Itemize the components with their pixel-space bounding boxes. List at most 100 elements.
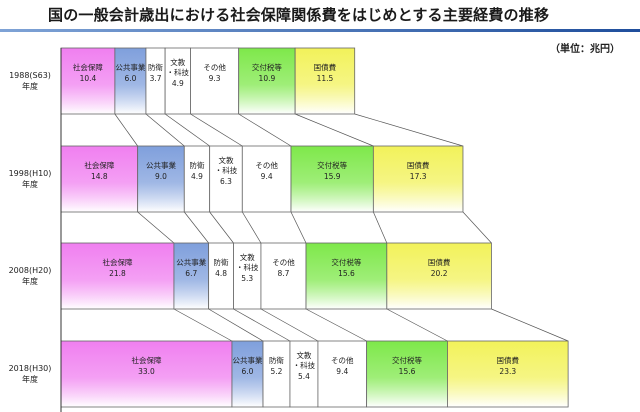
data-label: 10.9 (259, 74, 276, 83)
connector-line (242, 211, 262, 244)
connector-line (290, 211, 307, 244)
data-label: 6.3 (220, 177, 232, 186)
bar-segment (294, 47, 356, 115)
bar-segment (209, 145, 243, 213)
connector-line (209, 211, 234, 244)
bar-segment (305, 242, 388, 310)
connector-line (114, 113, 138, 147)
segment-name-label: 交付税等 (252, 62, 282, 72)
data-label: 14.8 (91, 172, 108, 181)
segment-name-label: 国債費 (314, 62, 337, 72)
connector-line (233, 308, 291, 342)
data-label: 6.7 (185, 269, 197, 278)
data-label: 9.4 (261, 172, 273, 181)
connector-line (305, 308, 367, 342)
connector-line (145, 113, 185, 147)
segment-name-label: ・科技 (167, 67, 190, 77)
segment-name-label: 防衛 (269, 355, 284, 365)
bar-segment (231, 340, 264, 408)
bar-segment (447, 340, 569, 408)
segment-name-label: その他 (272, 257, 295, 267)
segment-name-label: 文教 (218, 155, 233, 165)
bar-segment (60, 145, 139, 213)
segment-name-label: その他 (255, 160, 278, 170)
bar-segment (60, 242, 175, 310)
data-label: 23.3 (499, 367, 516, 376)
connector-line (173, 308, 233, 342)
segment-name-label: 防衛 (189, 160, 204, 170)
segment-name-label: 社会保障 (102, 257, 132, 267)
data-label: 9.3 (209, 74, 221, 83)
segment-name-label: 国債費 (497, 355, 520, 365)
bar-segment (233, 242, 262, 310)
connector-line (238, 113, 292, 147)
chart-title: 国の一般会計歳出における社会保障関係費をはじめとする主要経費の推移 (48, 6, 550, 24)
data-label: 4.8 (215, 269, 227, 278)
category-label: 2008(H20) (9, 266, 52, 275)
data-label: 8.7 (278, 269, 290, 278)
bar-segment (208, 242, 234, 310)
data-label: 4.9 (191, 172, 203, 181)
segment-name-label: 交付税等 (317, 160, 347, 170)
segment-name-label: 文教 (240, 252, 255, 262)
bar-segment (317, 340, 368, 408)
connector-line (354, 113, 464, 147)
connector-line (184, 211, 209, 244)
segment-name-label: 社会保障 (131, 355, 161, 365)
data-label: 9.4 (336, 367, 348, 376)
bar-segment (238, 47, 296, 115)
data-label: 6.0 (242, 367, 254, 376)
segment-name-label: 交付税等 (392, 355, 422, 365)
data-label: 17.3 (410, 172, 427, 181)
category-suffix: 年度 (22, 81, 38, 91)
category-label: 2018(H30) (9, 364, 52, 373)
segment-name-label: 社会保障 (73, 62, 103, 72)
connector-line (386, 308, 448, 342)
data-label: 10.4 (80, 74, 97, 83)
data-label: 21.8 (109, 269, 126, 278)
segment-name-label: その他 (331, 355, 354, 365)
data-label: 20.2 (431, 269, 448, 278)
category-suffix: 年度 (22, 374, 38, 384)
bar-segment (366, 340, 448, 408)
bar-segment (183, 145, 211, 213)
segment-name-label: 文教 (170, 57, 185, 67)
category-label: 1998(H10) (9, 169, 52, 178)
segment-name-label: 公共事業 (232, 355, 262, 365)
segment-name-label: 文教 (296, 350, 311, 360)
connector-line (164, 113, 210, 147)
data-label: 33.0 (138, 367, 155, 376)
bar-segment (60, 340, 233, 408)
segment-name-label: 防衛 (148, 62, 163, 72)
bar-segment (241, 145, 292, 213)
connector-line (137, 211, 175, 244)
data-label: 15.6 (338, 269, 355, 278)
connector-line (373, 211, 388, 244)
segment-name-label: 国債費 (407, 160, 430, 170)
category-suffix: 年度 (22, 179, 38, 189)
title-underline (0, 29, 640, 32)
segment-name-label: 公共事業 (146, 160, 176, 170)
data-label: 3.7 (150, 74, 162, 83)
segment-name-label: ・科技 (293, 360, 316, 370)
bar-segment (137, 145, 185, 213)
data-label: 5.3 (241, 274, 253, 283)
data-label: 15.6 (399, 367, 416, 376)
data-label: 4.9 (172, 79, 184, 88)
category-suffix: 年度 (22, 276, 38, 286)
segment-name-label: ・科技 (215, 165, 238, 175)
connector-line (491, 308, 569, 342)
data-label: 6.0 (124, 74, 136, 83)
bar-segment (173, 242, 210, 310)
segment-name-label: その他 (203, 62, 226, 72)
connector-line (260, 308, 319, 342)
connector-line (295, 113, 374, 147)
data-label: 5.4 (298, 372, 310, 381)
data-label: 11.5 (317, 74, 334, 83)
data-label: 15.9 (324, 172, 341, 181)
bar-segment (262, 340, 291, 408)
segment-name-label: 公共事業 (176, 257, 206, 267)
unit-label: （単位：兆円） (550, 44, 620, 55)
segment-name-label: 防衛 (214, 257, 229, 267)
